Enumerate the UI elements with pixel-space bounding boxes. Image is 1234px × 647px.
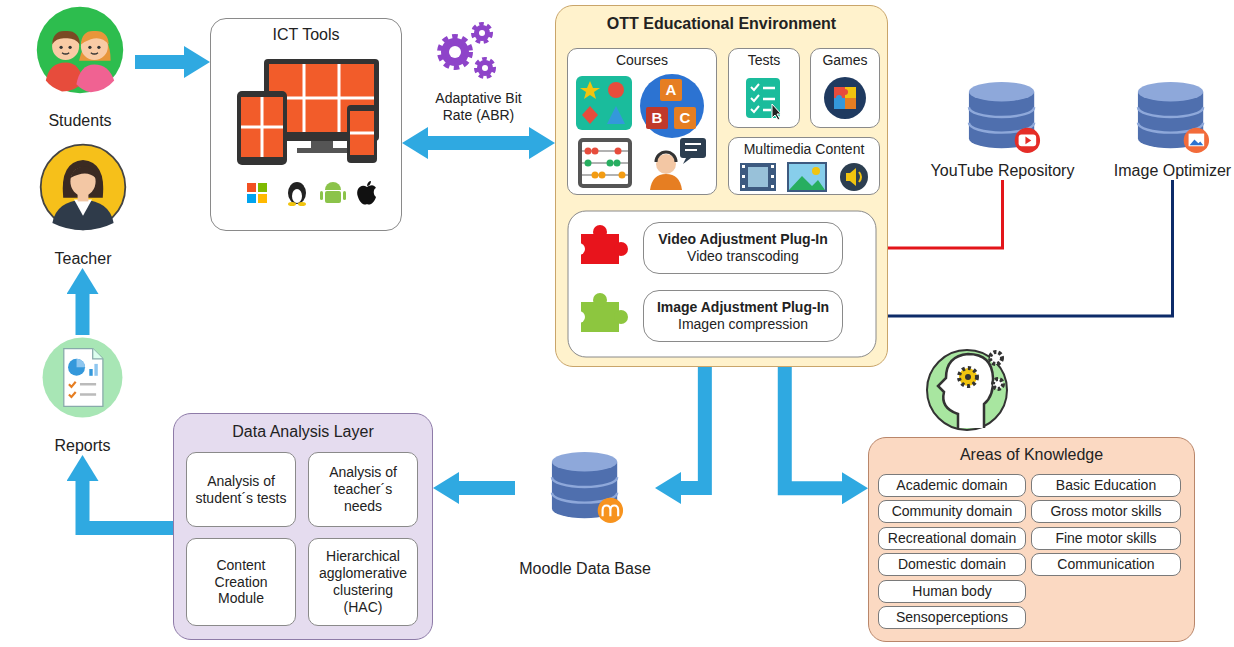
area-item: Gross motor skills xyxy=(1031,500,1181,523)
icon-graphic xyxy=(969,82,1040,153)
icon-graphic xyxy=(552,452,623,523)
node-subtitle: Imagen compression xyxy=(678,316,808,333)
area-item: Domestic domain xyxy=(878,553,1026,576)
icon xyxy=(40,335,125,420)
node-title: Courses xyxy=(616,52,668,69)
platform-box: OTT Educational EnvironmentCourses Tests G… xyxy=(555,5,888,367)
area-item: Human body xyxy=(878,580,1026,603)
icon-graphic xyxy=(740,163,868,191)
knowledge-head-icon xyxy=(927,350,1007,430)
node-title: Sensoperceptions xyxy=(896,609,1008,626)
icon xyxy=(548,450,626,526)
node-title: Moodle Data Base xyxy=(519,559,651,578)
node-title: Recreational domain xyxy=(888,530,1016,547)
node-title: Image Optimizer xyxy=(1114,161,1231,180)
area-item: Basic Education xyxy=(1031,474,1181,497)
node-title: Image Adjustment Plug-In xyxy=(657,299,829,316)
icon-graphic xyxy=(43,338,123,418)
node-title: Communication xyxy=(1057,556,1154,573)
analysis-box: Analysis of teacher´s needs xyxy=(308,452,418,527)
node-title: Multimedia Content xyxy=(744,141,865,158)
analysis-layer: Data Analysis LayerAnalysis of student´s… xyxy=(173,413,433,640)
node-title: Academic domain xyxy=(896,477,1007,494)
node-title: OTT Educational Environment xyxy=(607,14,836,33)
icon xyxy=(38,142,128,232)
games-box: Games xyxy=(810,48,880,128)
gears-icon xyxy=(441,25,493,76)
node-title: Basic Education xyxy=(1056,477,1156,494)
node-title: Fine motor skills xyxy=(1055,530,1156,547)
node-title: Community domain xyxy=(892,503,1013,520)
flow-arrow xyxy=(428,136,529,150)
area-item: Fine motor skills xyxy=(1031,527,1181,550)
analysis-box: Hierarchical agglomerative clustering (H… xyxy=(308,538,418,626)
node-subtitle: Video transcoding xyxy=(687,248,799,265)
reports-icon: Reports xyxy=(30,335,135,455)
node-title: Students xyxy=(48,111,111,130)
node-title: Tests xyxy=(748,52,781,69)
flow-arrow xyxy=(459,481,515,495)
icon xyxy=(229,53,384,213)
node-title: Gross motor skills xyxy=(1050,503,1161,520)
repository-db: YouTube Repository xyxy=(920,80,1085,180)
flow-arrow xyxy=(681,367,705,488)
analysis-box: Analysis of student´s tests xyxy=(186,452,296,527)
node-title: Human body xyxy=(912,583,991,600)
area-item: Sensoperceptions xyxy=(878,606,1026,629)
media-box: Multimedia Content xyxy=(728,137,880,195)
feed-arrow xyxy=(854,180,1173,316)
node-title: Domestic domain xyxy=(898,556,1006,573)
node-title: Reports xyxy=(54,436,110,455)
flow-arrow xyxy=(785,367,842,488)
node-title: Analysis of teacher´s needs xyxy=(313,464,413,514)
icon-graphic xyxy=(41,145,126,231)
node-title: Content Creation Module xyxy=(191,557,291,607)
icon xyxy=(35,5,125,95)
devices-box: ICT Tools xyxy=(210,18,402,231)
node-title: Data Analysis Layer xyxy=(232,422,373,441)
icon-graphic xyxy=(824,77,866,119)
plugin-box: Image Adjustment Plug-InImagen compressi… xyxy=(643,290,843,342)
node-title: Hierarchical agglomerative clustering (H… xyxy=(313,548,413,615)
area-item: Recreational domain xyxy=(878,527,1026,550)
node-title: Video Adjustment Plug-In xyxy=(658,231,828,248)
icon-graphic xyxy=(1138,82,1209,153)
node-title: Analysis of student´s tests xyxy=(191,473,291,507)
optimizer-db: Image Optimizer xyxy=(1115,80,1230,180)
icon-graphic xyxy=(568,211,876,357)
node-title: Teacher xyxy=(55,249,112,268)
node-title: Games xyxy=(822,52,867,69)
node-title: Areas of Knowledge xyxy=(960,445,1103,464)
icon xyxy=(823,76,867,120)
icon xyxy=(1134,80,1212,156)
icon-graphic xyxy=(237,59,379,206)
icon xyxy=(572,72,712,190)
area-item: Community domain xyxy=(878,500,1026,523)
area-item: Communication xyxy=(1031,553,1181,576)
icon xyxy=(736,162,872,192)
edge-label: Adaptative Bit Rate (ABR) xyxy=(420,90,538,124)
courses-box: Courses xyxy=(567,48,717,195)
node-title: ICT Tools xyxy=(273,25,340,44)
database: Moodle Data Base xyxy=(515,450,655,578)
tests-box: Tests xyxy=(728,48,800,128)
knowledge-areas: Areas of KnowledgeAcademic domain Basic E… xyxy=(868,437,1195,642)
students-icon: Students xyxy=(25,5,135,130)
flow-arrow xyxy=(135,55,184,69)
flow-arrow xyxy=(83,481,174,528)
flow-arrow xyxy=(76,294,90,335)
icon-graphic xyxy=(746,78,781,120)
icon xyxy=(965,80,1043,156)
area-item: Academic domain xyxy=(878,474,1026,497)
icon-graphic xyxy=(576,74,706,190)
node-title: YouTube Repository xyxy=(931,161,1075,180)
analysis-box: Content Creation Module xyxy=(186,538,296,626)
icon-graphic xyxy=(37,7,123,93)
icon xyxy=(744,76,784,120)
teacher-icon: Teacher xyxy=(28,140,138,268)
plugin-box: Video Adjustment Plug-InVideo transcodin… xyxy=(643,222,843,274)
